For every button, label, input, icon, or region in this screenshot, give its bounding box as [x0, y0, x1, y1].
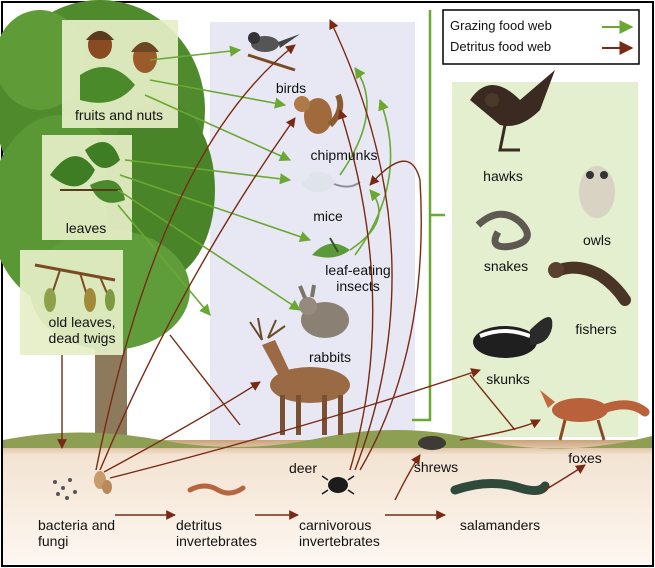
rabbit-icon	[298, 284, 349, 338]
worm-icon	[187, 483, 246, 496]
soil-layer	[3, 440, 652, 564]
deer-label: deer	[288, 460, 318, 476]
fisher-icon	[548, 261, 631, 306]
hawk-icon	[470, 70, 555, 152]
old-leaves-label: old leaves, dead twigs	[48, 314, 116, 346]
detritus-inv-label: detritus invertebrates	[176, 517, 257, 549]
mouse-icon	[297, 169, 361, 192]
deer-icon	[249, 317, 350, 435]
birds-label: birds	[275, 80, 307, 96]
salamanders-label: salamanders	[459, 517, 541, 533]
snakes-label: snakes	[483, 258, 529, 274]
legend-detritus-label: Detritus food web	[450, 39, 552, 54]
grazing-arrows	[117, 45, 392, 316]
owls-label: owls	[582, 232, 612, 248]
fishers-label: fishers	[575, 321, 617, 337]
shrews-label: shrews	[413, 459, 459, 475]
bird-icon	[247, 32, 300, 72]
predators-panel	[452, 82, 638, 437]
skunks-label: skunks	[486, 371, 530, 387]
leaf-insects-label: leaf-eating insects	[325, 262, 391, 294]
legend-grazing-label: Grazing food web	[450, 18, 552, 33]
fruits-label: fruits and nuts	[75, 107, 163, 123]
skunk-icon	[473, 316, 553, 358]
hawks-label: hawks	[483, 168, 523, 184]
insect-icon	[312, 237, 350, 258]
fungi-icon	[53, 471, 112, 500]
snake-icon	[475, 210, 531, 251]
carnivorous-inv-label: carnivorous invertebrates	[299, 517, 380, 549]
beetle-icon	[321, 475, 355, 495]
grass-line	[3, 429, 652, 449]
fox-icon	[540, 390, 650, 441]
foxes-label: foxes	[568, 450, 602, 466]
legend-box	[442, 9, 640, 65]
mice-label: mice	[313, 208, 343, 224]
salamander-icon	[450, 478, 550, 496]
twig-icon	[34, 263, 116, 312]
predator-bracket	[412, 10, 445, 422]
oak-leaf-icon	[50, 142, 125, 203]
rabbits-label: rabbits	[308, 349, 352, 365]
shrew-icon	[418, 436, 446, 450]
bacteria-label: bacteria and fungi	[38, 517, 116, 549]
chipmunks-label: chipmunks	[310, 147, 378, 163]
owl-icon	[579, 166, 615, 218]
leaves-label: leaves	[65, 220, 107, 236]
detritus-arrows	[57, 19, 586, 520]
acorn-icon	[80, 31, 159, 103]
